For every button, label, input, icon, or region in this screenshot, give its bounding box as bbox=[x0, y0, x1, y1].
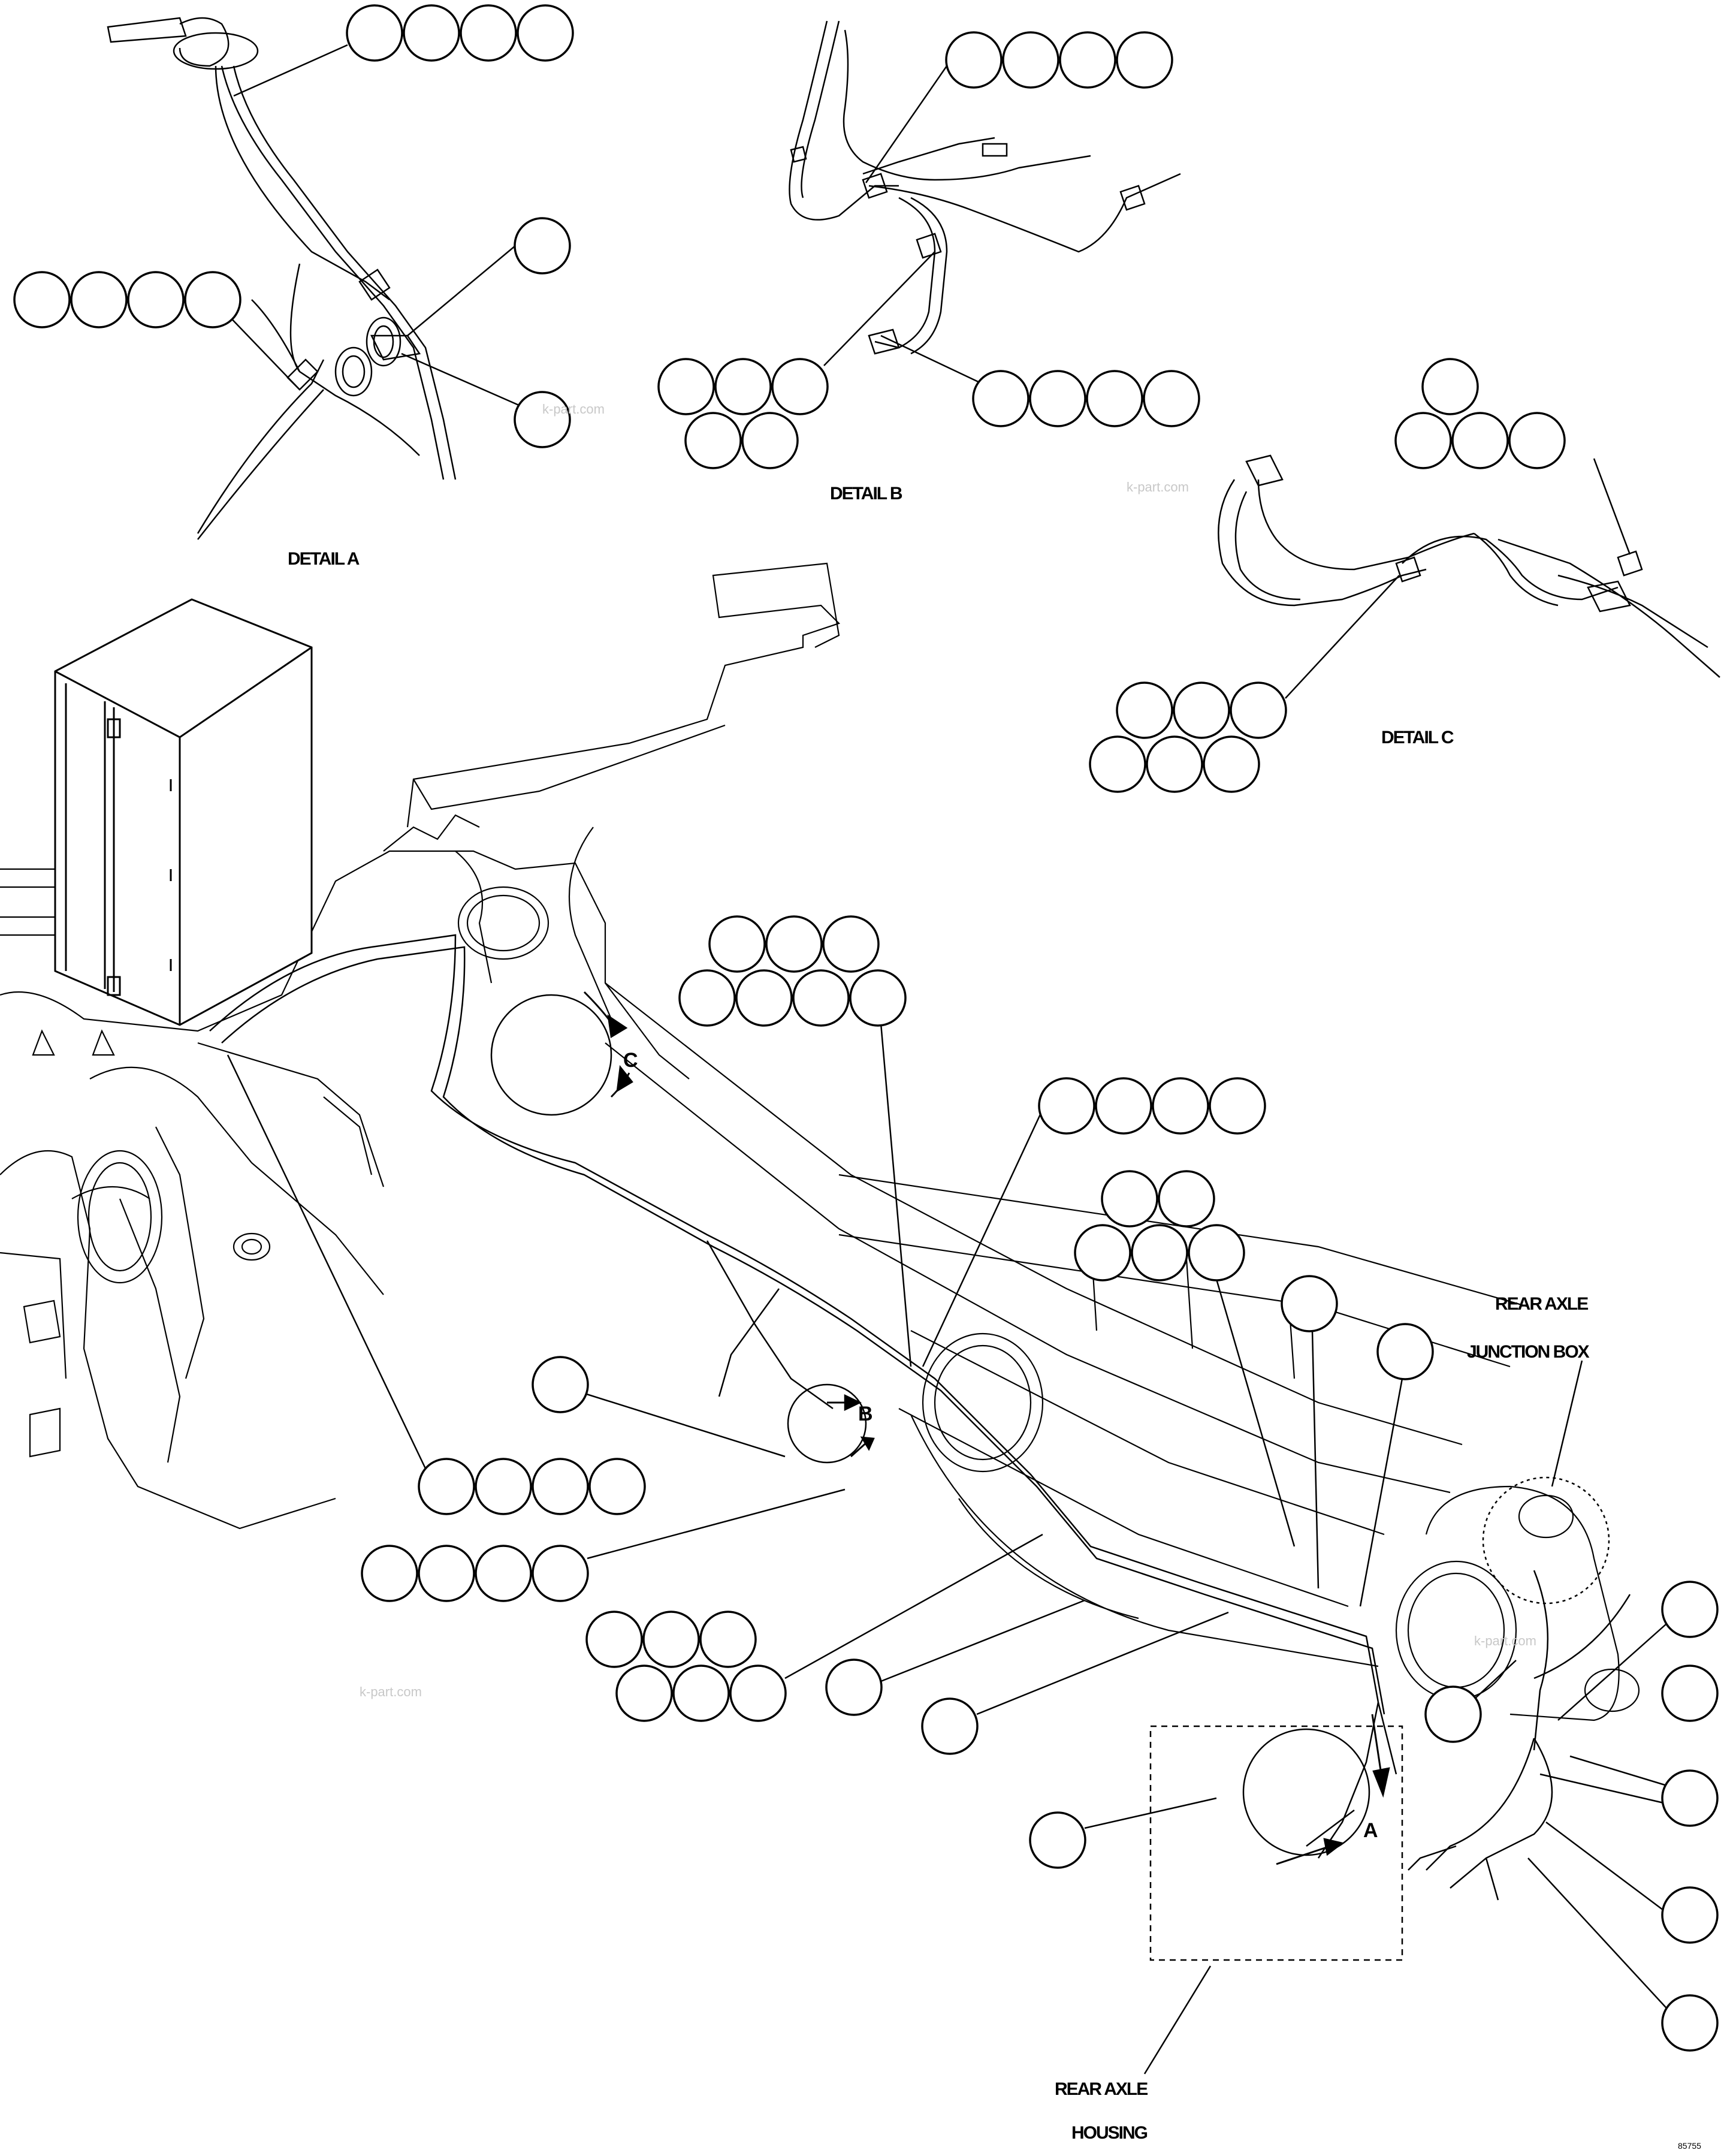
callout-group-2 bbox=[13, 271, 241, 328]
callout-group-11 bbox=[418, 1458, 646, 1515]
callout-group-13 bbox=[585, 1611, 787, 1722]
text-labels: DETAIL A DETAIL B DETAIL C C B A REAR AX… bbox=[288, 402, 1701, 2151]
callout-group-7 bbox=[1089, 682, 1287, 793]
detail-c-label: DETAIL C bbox=[1381, 728, 1454, 747]
callout-group-1 bbox=[346, 4, 574, 62]
callout-single-3 bbox=[1281, 1275, 1338, 1332]
callout-single-4 bbox=[1376, 1323, 1434, 1380]
callout-single-6 bbox=[825, 1659, 883, 1716]
view-markers bbox=[490, 991, 1610, 1961]
watermark-3: k-part.com bbox=[360, 1684, 422, 1699]
callout-single-8 bbox=[1029, 1811, 1086, 1869]
leader-lines bbox=[224, 44, 1672, 2074]
main-harness bbox=[209, 934, 1631, 1901]
callout-single-9 bbox=[1424, 1685, 1482, 1743]
callout-group-6 bbox=[1394, 358, 1566, 469]
junction-box-label-line1: REAR AXLE bbox=[1495, 1294, 1588, 1314]
detail-c-drawing bbox=[1218, 454, 1720, 678]
callout-single-2 bbox=[514, 391, 571, 448]
junction-box-dotted-region bbox=[1482, 1476, 1610, 1605]
callout-single-14 bbox=[1661, 1994, 1719, 2052]
callout-group-4 bbox=[657, 358, 829, 469]
view-marker-b: B bbox=[858, 1403, 872, 1425]
callout-group-10 bbox=[1074, 1170, 1245, 1281]
callout-group-5 bbox=[972, 370, 1200, 427]
detail-b-view-circle bbox=[787, 1383, 867, 1464]
watermark-2: k-part.com bbox=[1127, 480, 1189, 494]
detail-a-view-circle bbox=[1242, 1728, 1370, 1856]
junction-box-label-line2: JUNCTION BOX bbox=[1467, 1342, 1590, 1362]
detail-a-label: DETAIL A bbox=[288, 549, 360, 569]
detail-b-label: DETAIL B bbox=[830, 484, 902, 503]
callout-single-5 bbox=[532, 1356, 589, 1413]
view-marker-c: C bbox=[623, 1049, 638, 1072]
callout-single-13 bbox=[1661, 1886, 1719, 1944]
drawing-code: 85755 bbox=[1678, 2141, 1701, 2151]
electrical-cabinet bbox=[54, 598, 313, 1026]
callout-single-7 bbox=[921, 1697, 979, 1755]
callout-single-11 bbox=[1661, 1665, 1719, 1722]
view-marker-a: A bbox=[1363, 1819, 1378, 1842]
frame-outline bbox=[0, 562, 1640, 1721]
callout-group-8 bbox=[678, 915, 907, 1027]
callout-group-12 bbox=[361, 1545, 589, 1602]
watermark-4: k-part.com bbox=[1474, 1633, 1536, 1648]
callout-group-9 bbox=[1038, 1077, 1266, 1135]
watermark-1: k-part.com bbox=[542, 402, 605, 417]
detail-a-drawing bbox=[107, 17, 457, 540]
detail-b-drawing bbox=[789, 20, 1181, 355]
detail-c-view-circle bbox=[490, 994, 612, 1116]
housing-dashed-region bbox=[1149, 1725, 1403, 1961]
callout-single-10 bbox=[1661, 1581, 1719, 1638]
callout-balloons bbox=[13, 4, 1719, 2052]
callout-group-3 bbox=[945, 31, 1173, 89]
callout-single-12 bbox=[1661, 1769, 1719, 1827]
callout-single-1 bbox=[514, 217, 571, 275]
housing-label-line1: REAR AXLE bbox=[1055, 2079, 1148, 2099]
housing-label-line2: HOUSING bbox=[1071, 2123, 1148, 2143]
